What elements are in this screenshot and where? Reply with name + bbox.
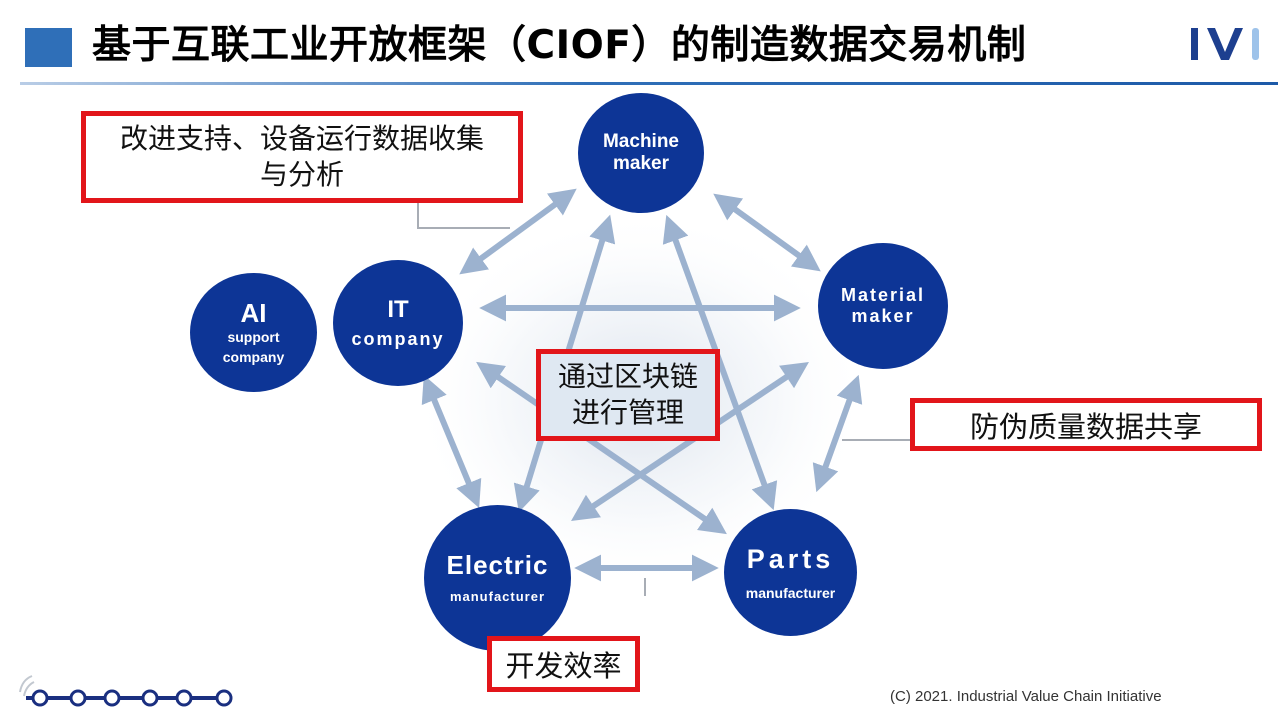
callout-maintenance-data: 改进支持、设备运行数据收集 与分析 [81, 111, 523, 203]
title-accent-square [25, 28, 72, 67]
arrow-material-parts [812, 374, 863, 493]
node-it-company: IT company [333, 260, 463, 386]
ivi-logo [1191, 28, 1259, 60]
callout-blockchain-management: 通过区块链 进行管理 [536, 349, 720, 441]
leader-top-left [417, 200, 510, 229]
copyright-text: (C) 2021. Industrial Value Chain Initiat… [890, 688, 1162, 705]
arrow-it-electric [421, 375, 482, 508]
page-title: 基于互联工业开放框架（CIOF）的制造数据交易机制 [92, 23, 1027, 68]
callout-development-efficiency: 开发效率 [487, 636, 640, 692]
chain-logo [19, 675, 233, 707]
callout-quality-data-sharing: 防伪质量数据共享 [910, 398, 1262, 451]
node-material-maker: Material maker [818, 243, 948, 369]
node-ai-support-company: AI support company [190, 273, 317, 392]
title-divider [20, 82, 1278, 85]
arrow-material-electric [571, 361, 809, 522]
node-electric-manufacturer: Electric manufacturer [424, 505, 571, 651]
node-parts-manufacturer: Parts manufacturer [724, 509, 857, 636]
node-machine-maker: Machine maker [578, 93, 704, 213]
